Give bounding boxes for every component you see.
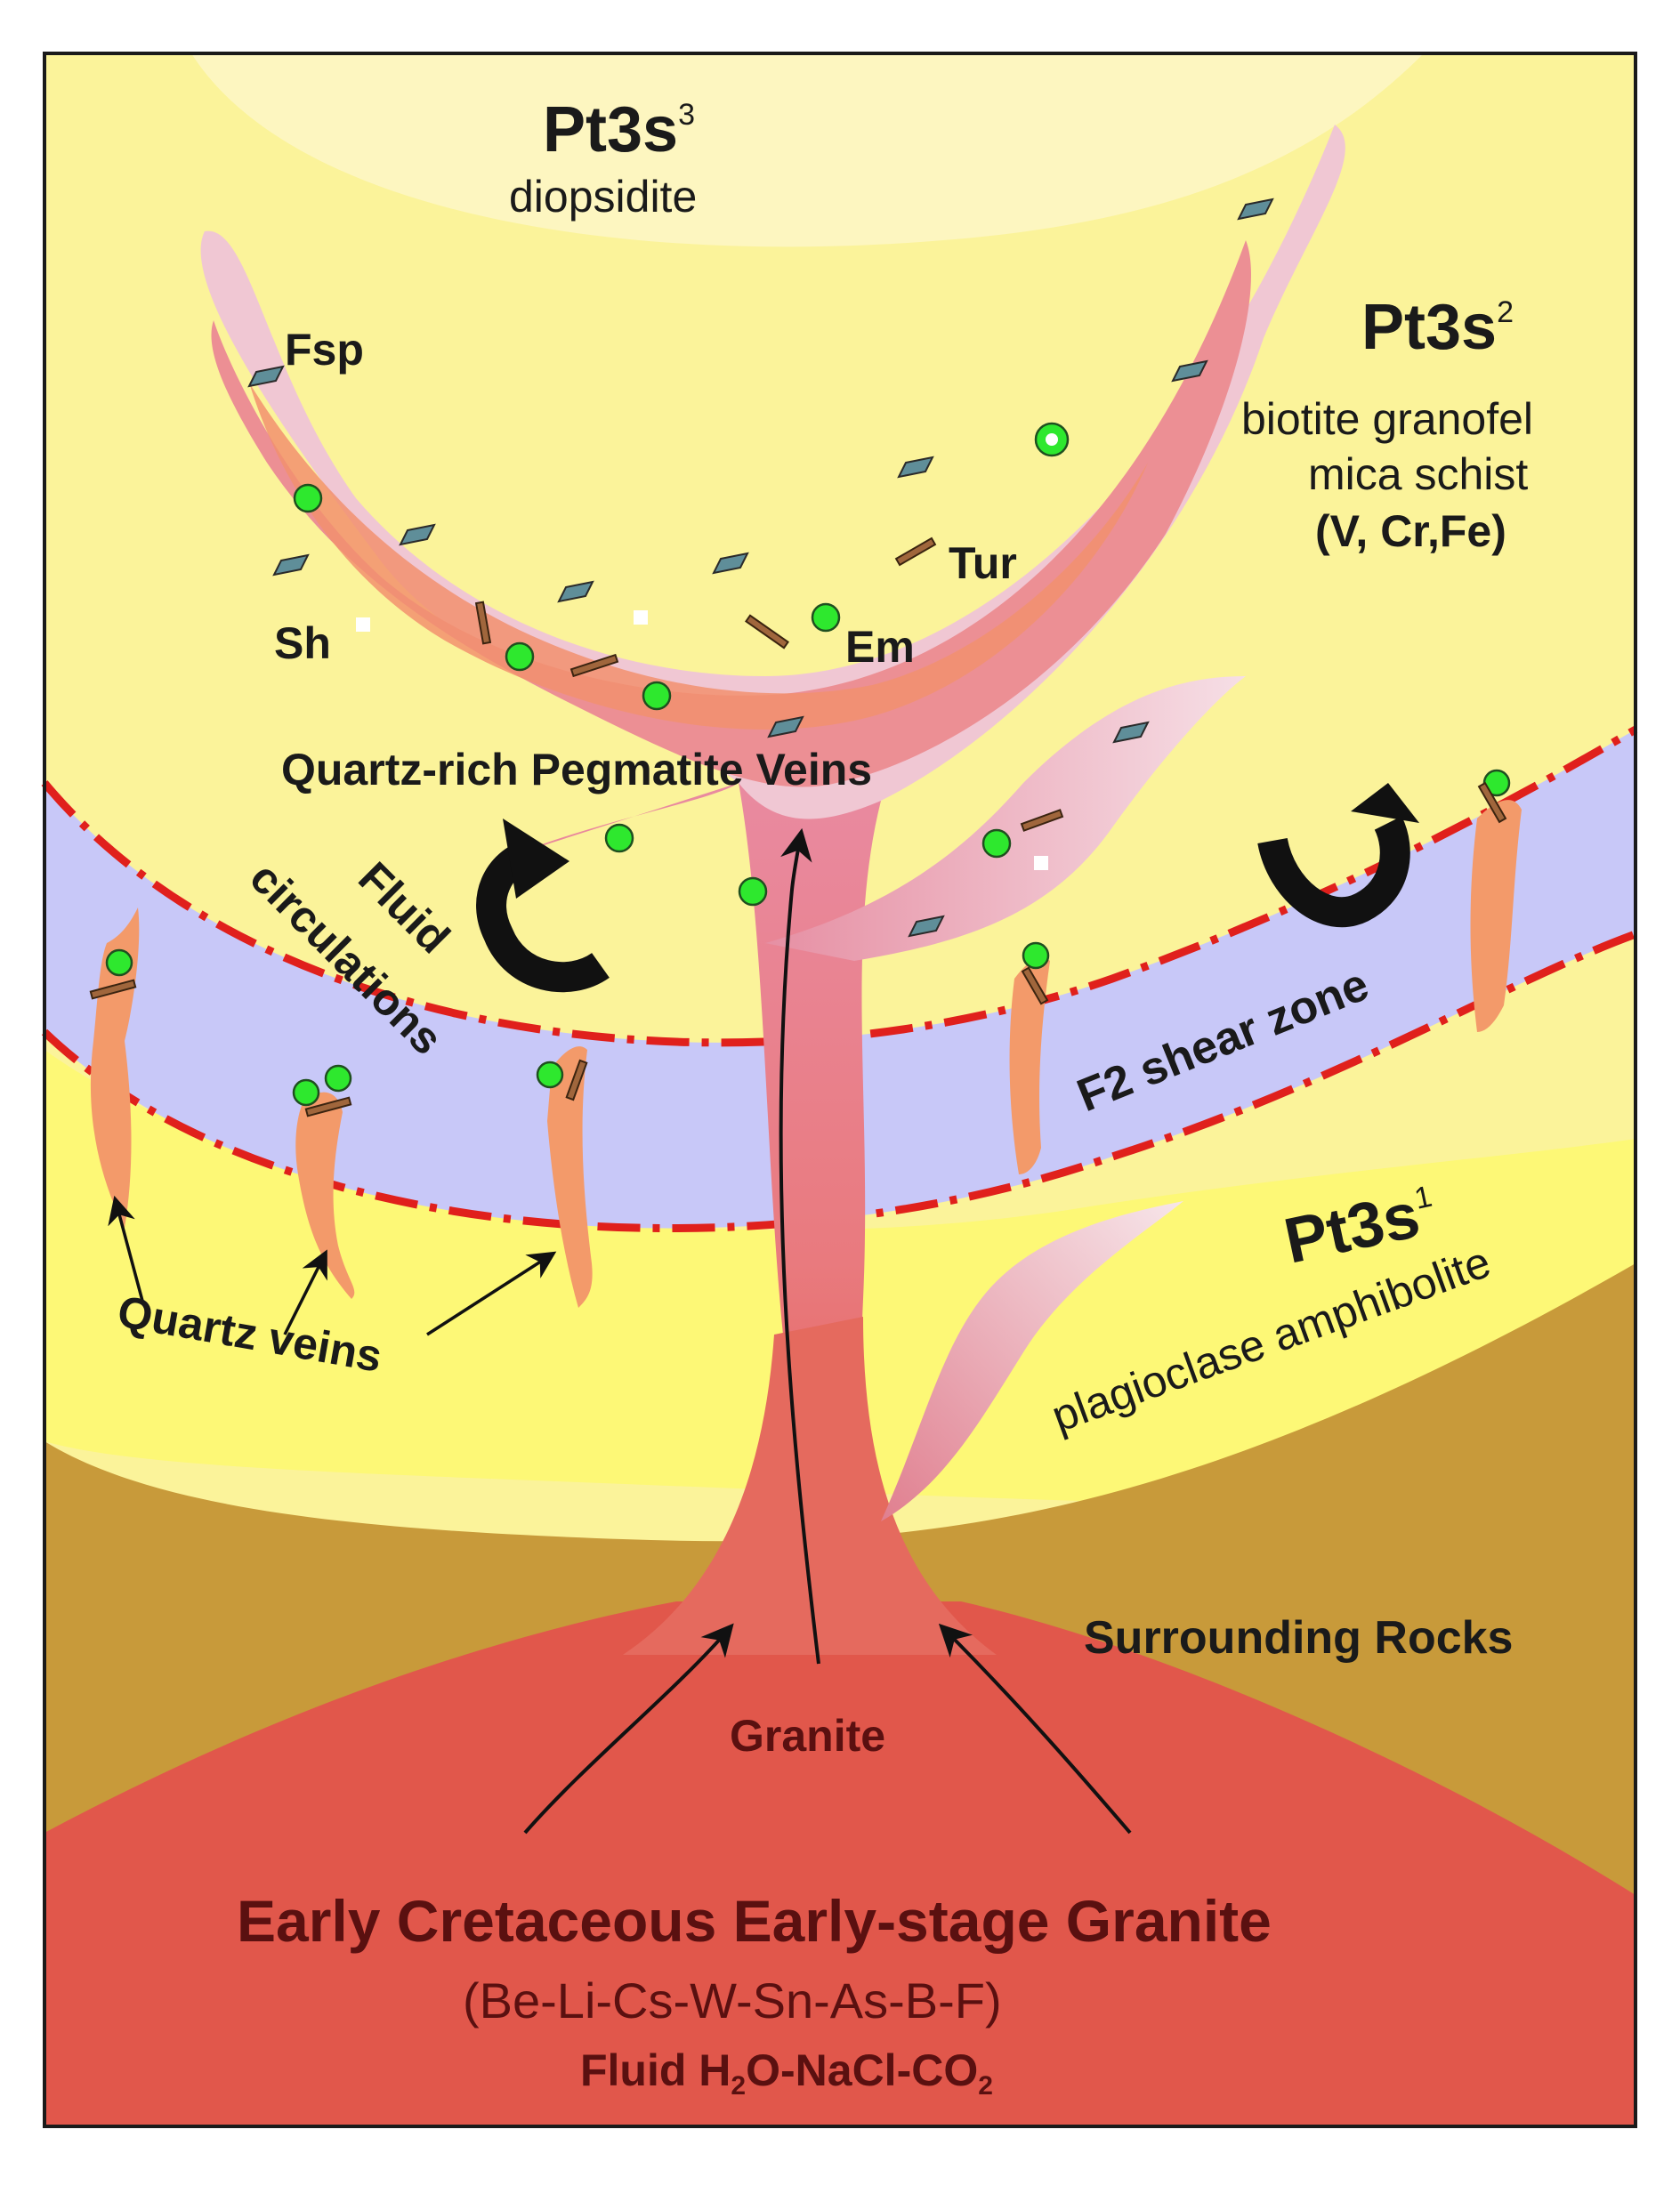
- pt3s2-elements-label: (V, Cr,Fe): [1315, 506, 1506, 556]
- tourmaline-crystal: [894, 536, 937, 567]
- pegmatite-veins-label: Quartz-rich Pegmatite Veins: [281, 745, 872, 794]
- frame-border: [43, 52, 1637, 2128]
- tourmaline-crystal: [1020, 809, 1064, 832]
- quartz-pointer-1: [108, 1195, 144, 1302]
- emerald-crystal: [292, 1078, 320, 1107]
- emerald-crystal: [1022, 941, 1050, 970]
- pt3s2-rock-label-2: mica schist: [1308, 449, 1528, 499]
- mineral-label-tur: Tur: [949, 538, 1017, 588]
- emerald-crystals: [105, 422, 1511, 1107]
- shear-zone-lower-boundary: [41, 930, 1637, 1233]
- upward-arrow-center: [779, 827, 820, 1665]
- tourmaline-crystal: [565, 1059, 588, 1101]
- tourmaline-crystal: [474, 601, 492, 645]
- pegmatite-branch-right: [765, 676, 1246, 961]
- mineral-label-em: Em: [845, 622, 915, 672]
- quartz-vein-2: [295, 1092, 355, 1299]
- emerald-crystal: [604, 823, 634, 853]
- quartz-vein-3: [547, 1046, 593, 1308]
- fluid-circulation-arrow-left-head: [503, 819, 569, 899]
- quartz-vein-4: [1009, 957, 1050, 1174]
- tourmaline-crystal: [1021, 966, 1049, 1005]
- tourmaline-crystal: [304, 1096, 352, 1117]
- upward-arrow-right: [938, 1623, 1132, 1835]
- emerald-crystal: [105, 948, 133, 977]
- pt3s2-unit-label: Pt3s2: [1361, 292, 1514, 363]
- feldspar-crystal: [247, 365, 285, 388]
- shear-zone-upper-boundary: [41, 726, 1638, 1047]
- feldspar-crystal: [1112, 721, 1150, 744]
- pegmatite-branch-lower: [881, 1201, 1183, 1521]
- fluid-circulation-arrow-left: [476, 839, 610, 993]
- tourmaline-crystal: [89, 979, 137, 1000]
- feldspar-crystal: [557, 580, 594, 603]
- surrounding-rocks-label: Surrounding Rocks: [1084, 1612, 1513, 1664]
- pegmatite-vein-core: [249, 383, 1148, 730]
- emerald-crystal: [738, 876, 768, 907]
- emerald-crystal: [505, 641, 535, 672]
- quartz-vein-5: [1470, 800, 1522, 1032]
- feldspar-crystal: [712, 552, 749, 575]
- feldspar-crystal: [908, 915, 945, 938]
- source-elements-label: (Be-Li-Cs-W-Sn-As-B-F): [463, 1972, 1002, 2029]
- granite-trunk-base: [623, 1317, 997, 1655]
- pt3s3-layer: [191, 53, 1424, 247]
- emerald-crystal: [811, 602, 841, 633]
- source-fluid-label: Fluid H2O-NaCl-CO2: [580, 2045, 993, 2101]
- granite-pluton: [44, 1601, 1636, 2126]
- emerald-core-highlight: [1046, 433, 1058, 446]
- pt3s3-rock-label: diopsidite: [509, 172, 697, 222]
- source-title-label: Early Cretaceous Early-stage Granite: [237, 1888, 1272, 1954]
- feldspar-crystal: [1237, 198, 1274, 221]
- mineral-label-sh: Sh: [274, 618, 331, 668]
- tourmaline-crystal: [569, 653, 619, 678]
- tourmaline-crystal: [745, 614, 789, 649]
- white-crystal: [634, 610, 648, 625]
- shear-zone-band: [44, 730, 1636, 1229]
- feldspar-crystal: [1171, 359, 1208, 383]
- feldspar-crystal: [767, 715, 804, 738]
- fluid-circulation-arrow-right-head: [1351, 783, 1419, 823]
- white-crystal: [356, 617, 370, 632]
- fluid-circulation-arrow-right: [1257, 816, 1410, 928]
- pt3s3-unit-label: Pt3s3: [543, 94, 695, 165]
- pt3s2-rock-label-1: biotite granofel: [1241, 394, 1533, 444]
- quartz-pointer-2: [283, 1249, 327, 1335]
- feldspar-crystal: [897, 456, 934, 479]
- white-crystals: [356, 610, 1048, 870]
- emerald-crystal: [642, 681, 672, 711]
- feldspar-crystal: [272, 553, 310, 577]
- emerald-crystal: [293, 483, 323, 513]
- tourmaline-crystal: [1477, 781, 1507, 824]
- upward-arrow-left: [523, 1623, 734, 1835]
- emerald-crystal: [324, 1064, 352, 1093]
- feldspar-crystals: [247, 198, 1274, 938]
- emerald-crystal: [981, 828, 1012, 859]
- granite-label: Granite: [730, 1711, 885, 1761]
- quartz-pointer-3: [426, 1251, 557, 1336]
- mineral-label-fsp: Fsp: [285, 325, 364, 375]
- emerald-crystal: [536, 1061, 564, 1089]
- white-crystal: [1034, 856, 1048, 870]
- feldspar-crystal: [399, 523, 436, 546]
- tourmaline-crystals: [89, 536, 1507, 1117]
